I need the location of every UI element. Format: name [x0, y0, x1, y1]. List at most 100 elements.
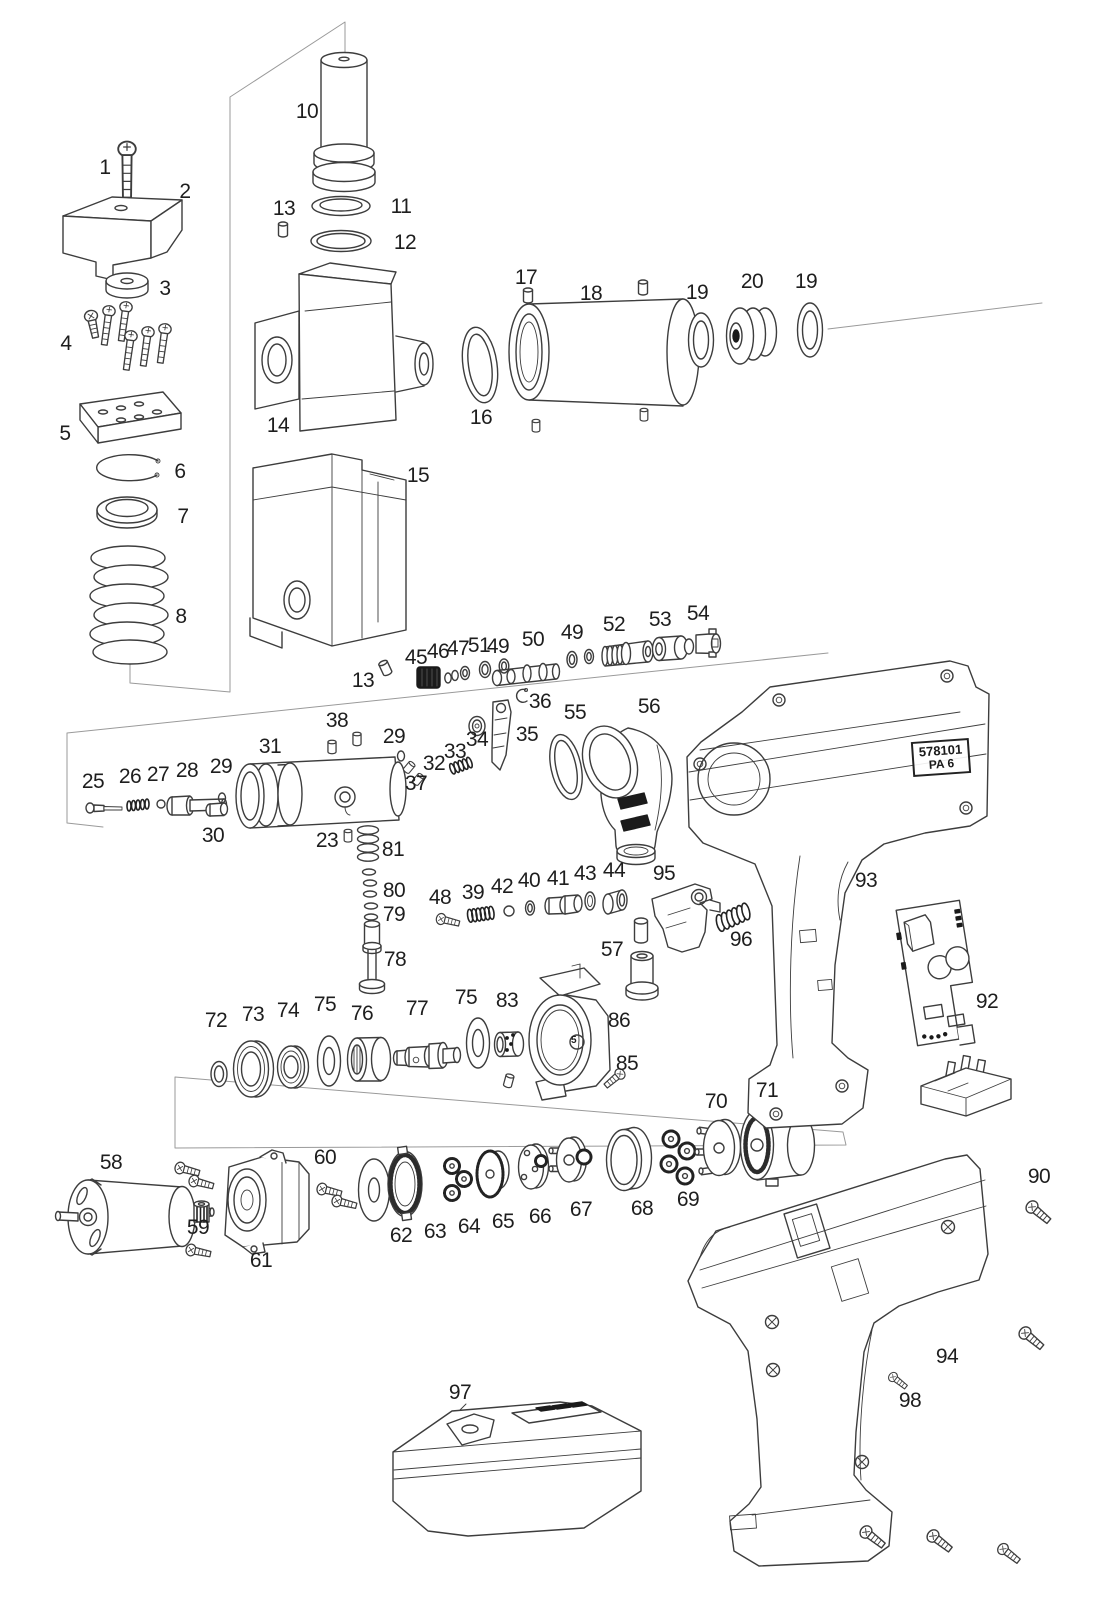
part-53-sleeve — [651, 635, 689, 662]
part-label-36: 36 — [528, 690, 552, 713]
part-label-74: 74 — [276, 999, 300, 1022]
part-label-69: 69 — [676, 1188, 700, 1211]
part-94-housing-half — [687, 1154, 989, 1567]
part-13b-pin — [377, 658, 394, 678]
part-label-78: 78 — [383, 948, 407, 971]
part-86-impact-frame — [528, 963, 611, 1101]
part-8-spring — [89, 545, 169, 665]
part-7-seal-ring — [96, 496, 158, 529]
part-85-pin — [502, 1072, 516, 1089]
part-64-planet-gears — [443, 1157, 473, 1202]
part-2-cover — [62, 196, 183, 281]
part-label-86: 86 — [607, 1009, 631, 1032]
part-62-washer — [357, 1158, 391, 1222]
part-label-17: 17 — [514, 266, 538, 289]
part-label-35: 35 — [515, 723, 539, 746]
housing-marking: 578101 PA 6 — [910, 738, 972, 778]
part-label-52: 52 — [602, 613, 626, 636]
part-label-72: 72 — [204, 1009, 228, 1032]
part-23-pin — [343, 828, 353, 843]
part-66-carrier — [517, 1143, 550, 1190]
part-68-ring — [605, 1126, 653, 1192]
part-28-shaft — [166, 795, 228, 816]
part-78-valve-pin — [358, 920, 386, 995]
part-label-96: 96 — [729, 928, 753, 951]
part-label-6: 6 — [174, 460, 186, 483]
part-label-54: 54 — [686, 602, 710, 625]
part-label-94: 94 — [935, 1345, 959, 1368]
part-25-pin — [85, 802, 123, 814]
part-label-3: 3 — [159, 277, 171, 300]
part-35-lever — [491, 699, 512, 771]
part-label-40: 40 — [517, 869, 541, 892]
part-31-spindle-cylinder — [235, 756, 407, 829]
part-label-4: 4 — [60, 332, 72, 355]
part-73-bearing — [232, 1040, 275, 1098]
part-label-81: 81 — [381, 838, 405, 861]
part-label-79: 79 — [382, 903, 406, 926]
part-81-spring — [356, 825, 380, 862]
part-11-washer — [311, 195, 371, 217]
part-12-o-ring — [310, 229, 372, 253]
part-label-16: 16 — [469, 406, 493, 429]
part-19b-o-ring — [796, 302, 824, 358]
part-15-housing-block — [249, 453, 407, 649]
part-label-51: 51 — [467, 634, 491, 657]
part-label-53: 53 — [648, 608, 672, 631]
part-59-pinion — [193, 1200, 210, 1223]
part-65-gear — [475, 1149, 510, 1199]
part-label-92: 92 — [975, 990, 999, 1013]
part-label-8: 8 — [175, 605, 187, 628]
part-label-41: 41 — [546, 867, 570, 890]
part-52-valve-body — [601, 640, 654, 667]
part-label-7: 7 — [177, 505, 189, 528]
part-label-26: 26 — [118, 765, 142, 788]
part-label-67: 67 — [569, 1198, 593, 1221]
part-label-23: 23 — [315, 829, 339, 852]
group-frames — [66, 21, 1043, 1149]
part-3-spacer — [105, 272, 149, 299]
part-label-32: 32 — [422, 752, 446, 775]
part-label-37: 37 — [404, 772, 428, 795]
part-46-rings — [444, 669, 459, 684]
part-75a-washer — [316, 1035, 342, 1087]
part-79-washers — [363, 902, 379, 921]
part-label-62: 62 — [389, 1224, 413, 1247]
part-label-19: 19 — [794, 270, 818, 293]
part-label-56: 56 — [637, 695, 661, 718]
part-label-63: 63 — [423, 1220, 447, 1243]
part-36-clip — [515, 687, 529, 704]
part-18-cylinder — [508, 298, 700, 407]
part-19-o-ring — [687, 312, 715, 368]
part-label-61: 61 — [249, 1249, 273, 1272]
part-label-13: 13 — [351, 669, 375, 692]
part-label-27: 27 — [146, 763, 170, 786]
part-74-bearing — [276, 1045, 310, 1089]
part-label-75: 75 — [313, 993, 337, 1016]
part-58-motor — [54, 1178, 215, 1256]
part-label-83: 83 — [495, 989, 519, 1012]
part-47-ring — [459, 665, 471, 681]
part-13-pin — [277, 221, 289, 238]
part-label-2: 2 — [179, 180, 191, 203]
part-label-42: 42 — [490, 875, 514, 898]
part-label-11: 11 — [390, 195, 412, 218]
part-label-66: 66 — [528, 1205, 552, 1228]
part-33-spring — [448, 756, 473, 775]
part-label-64: 64 — [457, 1215, 481, 1238]
part-label-50: 50 — [521, 628, 545, 651]
part-label-55: 55 — [563, 701, 587, 724]
part-49c-ring — [583, 648, 595, 665]
part-label-28: 28 — [175, 759, 199, 782]
part-label-47: 47 — [446, 637, 470, 660]
part-57-bushing — [625, 950, 659, 1001]
part-label-48: 48 — [428, 886, 452, 909]
part-54-end-fitting — [683, 628, 722, 658]
part-label-13: 13 — [272, 197, 296, 220]
part-95-trigger — [651, 883, 721, 953]
part-83-needle-cage — [493, 1031, 525, 1058]
part-69-planet-gears — [659, 1129, 697, 1186]
part-6-retaining-ring — [96, 453, 161, 482]
part-label-49: 49 — [486, 635, 510, 658]
